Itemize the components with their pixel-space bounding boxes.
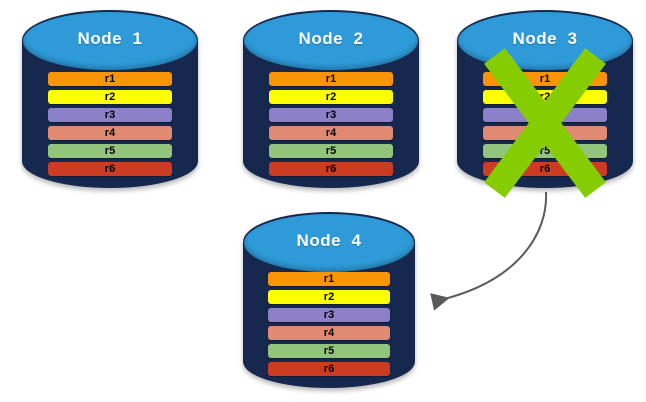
node-2-top	[244, 12, 418, 70]
node-2-row-r6[interactable]: r6	[269, 162, 393, 176]
node-2-rows: r1 r2 r3 r4 r5 r6	[243, 72, 419, 176]
node-1-rows: r1 r2 r3 r4 r5 r6	[22, 72, 198, 176]
node-2-label: Node 2	[298, 29, 364, 48]
node-1-top	[23, 12, 197, 70]
node-2-row-r4[interactable]: r4	[269, 126, 393, 140]
node-1-row-r4[interactable]: r4	[48, 126, 172, 140]
node-3-label: Node 3	[512, 29, 578, 48]
node-2[interactable]: Node 2 r1 r2 r3 r4 r5 r6	[243, 10, 419, 188]
node-1[interactable]: Node 1 r1 r2 r3 r4 r5 r6	[22, 10, 198, 188]
node-4-row-r5[interactable]: r5	[268, 344, 390, 358]
node-1-row-r6[interactable]: r6	[48, 162, 172, 176]
node-4-row-r4[interactable]: r4	[268, 326, 390, 340]
node-4-rows: r1 r2 r3 r4 r5 r6	[243, 272, 415, 376]
node-1-row-r2[interactable]: r2	[48, 90, 172, 104]
arrow-path	[430, 191, 548, 311]
node-4-row-r6[interactable]: r6	[268, 362, 390, 376]
node-2-row-r3[interactable]: r3	[269, 108, 393, 122]
node-3[interactable]: Node 3 r1 r2 r3 r4 r5 r6	[457, 10, 633, 198]
node-4-label: Node 4	[296, 231, 362, 250]
node-4[interactable]: Node 4 r1 r2 r3 r4 r5 r6	[243, 212, 415, 388]
node-4-top	[244, 214, 414, 272]
node-1-row-r1[interactable]: r1	[48, 72, 172, 86]
node-4-row-r2[interactable]: r2	[268, 290, 390, 304]
node-4-row-r3[interactable]: r3	[268, 308, 390, 322]
node-2-row-r1[interactable]: r1	[269, 72, 393, 86]
node-1-row-r5[interactable]: r5	[48, 144, 172, 158]
node-2-row-r2[interactable]: r2	[269, 90, 393, 104]
node-1-label: Node 1	[77, 29, 143, 48]
node-2-row-r5[interactable]: r5	[269, 144, 393, 158]
node-1-row-r3[interactable]: r3	[48, 108, 172, 122]
node-4-row-r1[interactable]: r1	[268, 272, 390, 286]
